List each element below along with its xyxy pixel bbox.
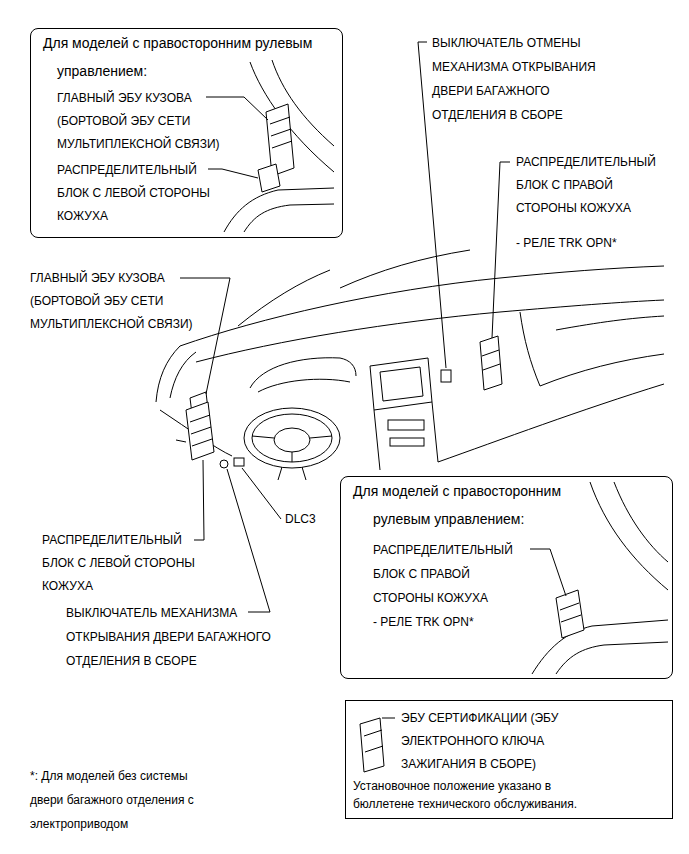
part-label: DLC3 [285,508,345,531]
inset-illustration-left [270,117,292,148]
part-label: РАСПРЕДЕЛИТЕЛЬНЫЙ БЛОК С ЛЕВОЙ СТОРОНЫ К… [57,159,222,228]
inset-illustration-right [556,642,668,674]
dashboard-outline [196,300,664,362]
label-slot: ВЫКЛЮЧАТЕЛЬ МЕХАНИЗМА ОТКРЫВАНИЯ ДВЕРИ Б… [66,601,301,673]
part-label: ГЛАВНЫЙ ЭБУ КУЗОВА (БОРТОВОЙ ЭБУ СЕТИ МУ… [57,87,242,156]
leader-line [194,460,204,540]
junction-block-left [186,402,214,460]
inset-illustration-left [258,164,280,192]
inset-box: ЭБУ СЕРТИФИКАЦИИ (ЭБУ ЭЛЕКТРОННОГО КЛЮЧА… [345,700,673,819]
dashboard-outline [340,250,470,288]
dashboard-outline [520,312,540,386]
inset-illustration-left [208,169,258,178]
dashboard-outline [250,358,356,388]
text-slot: Установочное положение указано в бюллете… [353,777,603,813]
center-stack [390,438,424,446]
dashboard-outline [180,266,664,346]
steering-wheel [252,414,332,462]
part-label: РАСПРЕДЕЛИТЕЛЬНЫЙ БЛОК С ПРАВОЙ СТОРОНЫ … [373,538,523,610]
part-label: - РЕЛЕ TRK OPN* [516,232,666,255]
steering-wheel [274,428,310,452]
inset-illustration-right [614,482,668,562]
leader-line [492,162,510,338]
cancel-switch [441,370,451,382]
inset-illustration-left [266,104,294,176]
part-label: РАСПРЕДЕЛИТЕЛЬНЫЙ БЛОК С ЛЕВОЙ СТОРОНЫ К… [42,529,207,598]
center-stack [370,358,438,470]
text-slot: - РЕЛЕ TRK OPN* [373,610,523,634]
leader-line [242,468,281,519]
steering-wheel [244,408,340,480]
dlc3-connector [234,458,244,466]
inset-illustration-right [530,482,668,674]
label-slot: РАСПРЕДЕЛИТЕЛЬНЫЙ БЛОК С ПРАВОЙ СТОРОНЫ … [516,151,666,220]
trunk-opener-switch [220,460,228,468]
center-stack [380,367,423,401]
inset-illustration-left [244,204,334,232]
label-slot: РАСПРЕДЕЛИТЕЛЬНЫЙ БЛОК С ЛЕВОЙ СТОРОНЫ К… [42,529,207,598]
junction-block-left [176,440,186,442]
center-stack [388,420,424,430]
label-slot: DLC3 [285,508,345,531]
part-label: ВЫКЛЮЧАТЕЛЬ МЕХАНИЗМА ОТКРЫВАНИЯ ДВЕРИ Б… [66,601,301,673]
inset-box: Для моделей с правосторонним рулевым упр… [30,28,343,238]
trunk-opener-switch [220,460,228,468]
ecu-icon [382,718,395,719]
junction-block-left [190,415,212,446]
leader-line [180,278,230,394]
label-slot: *: Для моделей без системы двери багажно… [30,764,208,836]
inset-box: Для моделей с правосторонним рулевым упр… [340,476,673,679]
part-label: ВЫКЛЮЧАТЕЛЬ ОТМЕНЫ МЕХАНИЗМА ОТКРЫВАНИЯ … [432,31,607,127]
dashboard-outline [258,379,350,392]
dashboard-outline [156,346,180,402]
junction-block-left [176,392,214,460]
dashboard-outline [556,316,664,330]
dashboard-outline [170,352,196,398]
part-label: ГЛАВНЫЙ ЭБУ КУЗОВА (БОРТОВОЙ ЭБУ СЕТИ МУ… [30,267,210,336]
part-label: РАСПРЕДЕЛИТЕЛЬНЫЙ БЛОК С ПРАВОЙ СТОРОНЫ … [516,151,666,220]
text-slot: Для моделей с правосторонним рулевым упр… [353,477,588,533]
ecu-icon [360,718,384,772]
text-slot: ЭБУ СЕРТИФИКАЦИИ (ЭБУ ЭЛЕКТРОННОГО КЛЮЧА… [401,707,616,776]
center-stack [370,358,432,410]
dashboard-outline [156,250,664,462]
text-slot: ГЛАВНЫЙ ЭБУ КУЗОВА (БОРТОВОЙ ЭБУ СЕТИ МУ… [57,87,242,156]
text-slot: РАСПРЕДЕЛИТЕЛЬНЫЙ БЛОК С ПРАВОЙ СТОРОНЫ … [373,538,523,610]
leader-line [227,469,270,612]
text-slot: Для моделей с правосторонним рулевым упр… [43,29,337,85]
inset-illustration-left [206,60,334,232]
cancel-switch [441,370,451,382]
steering-wheel [252,436,332,462]
inset-heading: Для моделей с правосторонним рулевым упр… [43,29,337,85]
inset-illustration-right [556,590,584,638]
steering-wheel [244,408,340,468]
junction-block-right [480,336,502,390]
dashboard-outline [540,354,664,386]
label-slot: - РЕЛЕ TRK OPN* [516,232,666,255]
text-slot: РАСПРЕДЕЛИТЕЛЬНЫЙ БЛОК С ЛЕВОЙ СТОРОНЫ К… [57,159,222,228]
part-label: Установочное положение указано в бюллете… [353,777,603,813]
dashboard-outline [438,384,664,462]
inset-heading: ЭБУ СЕРТИФИКАЦИИ (ЭБУ ЭЛЕКТРОННОГО КЛЮЧА… [401,707,616,776]
footnote: *: Для моделей без системы двери багажно… [30,764,208,836]
junction-block-right [480,336,502,390]
inset-illustration-right [590,482,668,590]
center-stack [374,402,438,470]
label-slot: ГЛАВНЫЙ ЭБУ КУЗОВА (БОРТОВОЙ ЭБУ СЕТИ МУ… [30,267,210,336]
junction-block-right [482,350,500,370]
inset-illustration-left [206,97,268,120]
part-label: - РЕЛЕ TRK OPN* [373,610,523,634]
inset-heading: Для моделей с правосторонним рулевым упр… [353,477,588,533]
inset-illustration-right [560,603,581,622]
inset-illustration-right [532,620,668,674]
inset-illustration-right [530,549,566,596]
steering-wheel [278,467,306,480]
inset-illustration-left [224,188,334,232]
dlc3-connector [234,458,244,466]
label-slot: ВЫКЛЮЧАТЕЛЬ ОТМЕНЫ МЕХАНИЗМА ОТКРЫВАНИЯ … [432,31,607,127]
ecu-icon [360,718,395,772]
ecu-icon [364,730,383,752]
dashboard-outline [238,270,330,326]
